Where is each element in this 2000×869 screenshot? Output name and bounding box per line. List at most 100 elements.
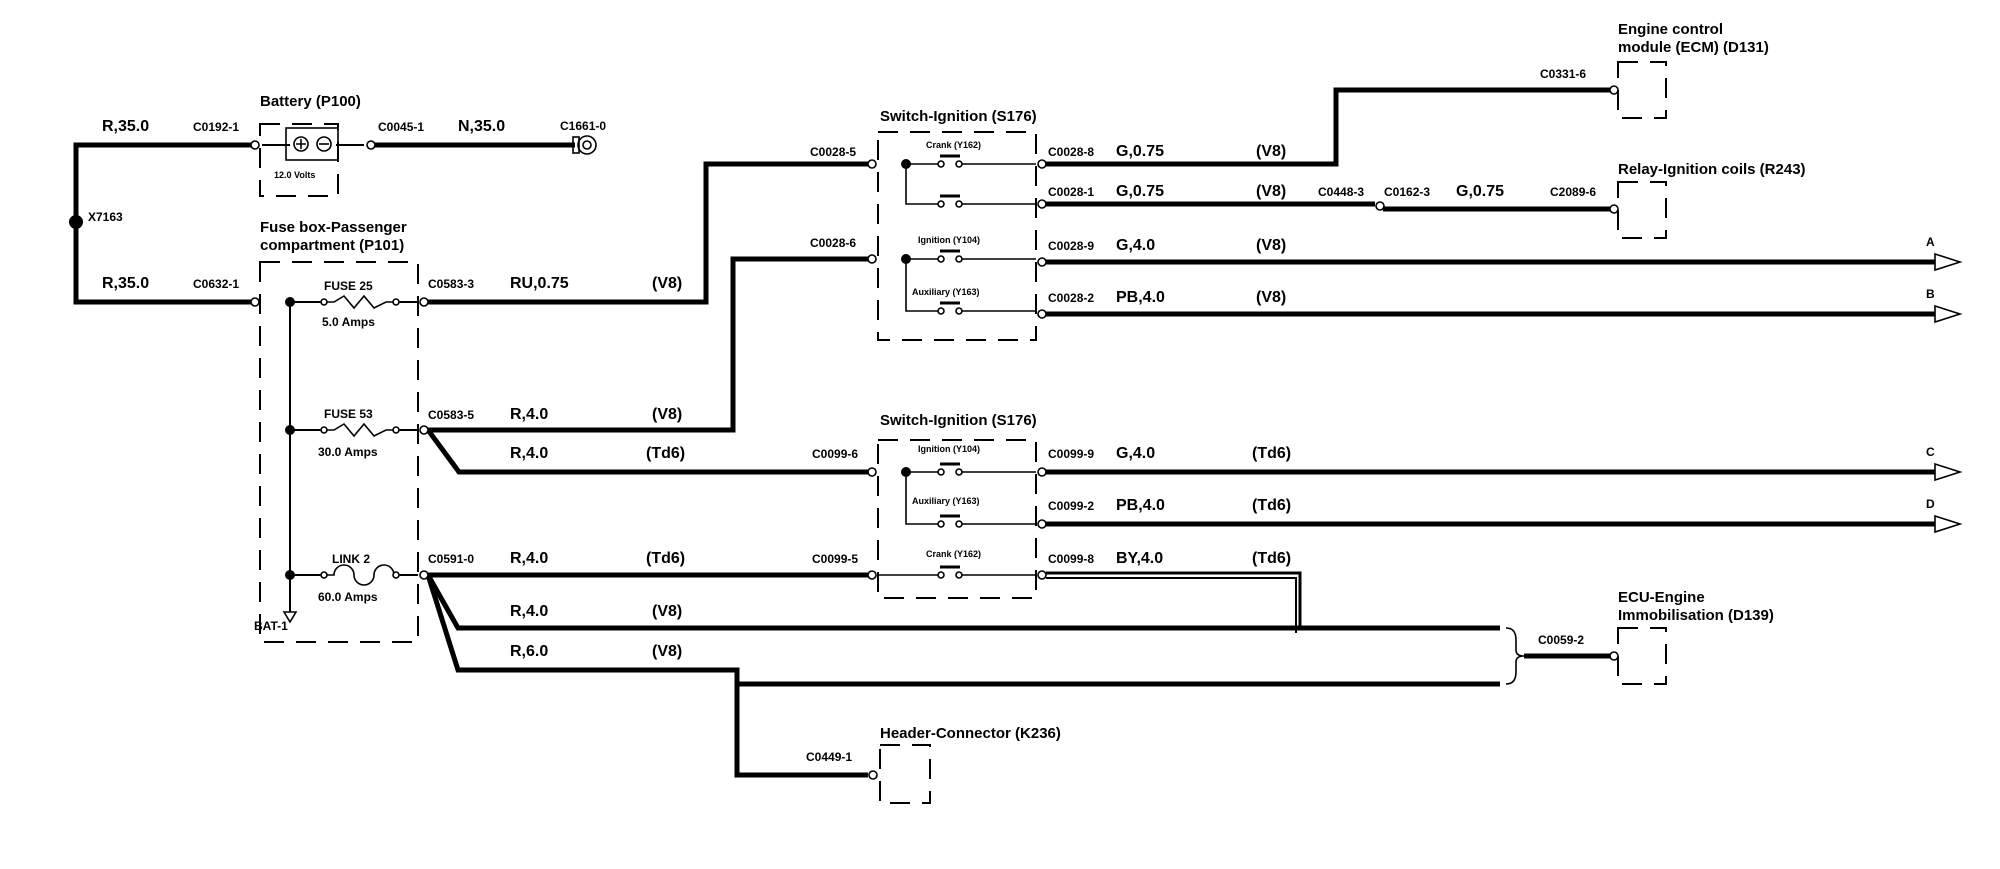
wire-label-r40-l2b: R,4.0 [510, 603, 548, 620]
switch-td6-label: Switch-Ignition (S176) [880, 412, 1037, 429]
wires [73, 87, 1963, 778]
conn-c0448-3: C0448-3 [1318, 185, 1364, 199]
conn-c0045-1: C0045-1 [378, 120, 424, 134]
wire-label-pb40-td6: PB,4.0 [1116, 497, 1165, 514]
header-box [879, 744, 931, 804]
connector-pins [250, 85, 1619, 780]
wire-brace [1505, 627, 1525, 685]
arrow-b-head [1934, 304, 1963, 324]
conn-c0632-1: C0632-1 [193, 277, 239, 291]
header-label: Header-Connector (K236) [880, 725, 1061, 742]
conn-c0099-6: C0099-6 [812, 447, 858, 461]
conn-c0162-3: C0162-3 [1384, 185, 1430, 199]
battery-volts: 12.0 Volts [274, 170, 315, 180]
wire-label-v8-ru: (V8) [652, 275, 682, 292]
auxiliary-label-v8: Auxiliary (Y163) [912, 287, 980, 297]
splice-dots [69, 159, 911, 624]
arrow-a-label: A [1926, 235, 1935, 249]
wire-label-v8-l2b: (V8) [652, 603, 682, 620]
wire-label-td6-pb40: (Td6) [1252, 497, 1291, 514]
auxiliary-label-td6: Auxiliary (Y163) [912, 496, 980, 506]
conn-c0028-8: C0028-8 [1048, 145, 1094, 159]
switch-v8-box [877, 131, 1037, 341]
wire-ru075 [428, 161, 868, 305]
crank-label-td6: Crank (Y162) [926, 549, 981, 559]
conn-c0099-5: C0099-5 [812, 552, 858, 566]
link2-label: LINK 2 [332, 552, 370, 566]
wire-label-n35: N,35.0 [458, 118, 505, 135]
fusebox-box [259, 261, 419, 643]
wire-label-r40-f53a: R,4.0 [510, 406, 548, 423]
wire-label-td6-by40: (Td6) [1252, 550, 1291, 567]
wire-label-v8-g40: (V8) [1256, 237, 1286, 254]
arrow-b-label: B [1926, 287, 1935, 301]
labels: Engine control module (ECM) (D131) Batte… [88, 21, 1935, 764]
relay-box [1617, 181, 1667, 239]
splice-x7163-label: X7163 [88, 210, 123, 224]
conn-c0028-9: C0028-9 [1048, 239, 1094, 253]
wire-label-v8-pb40: (V8) [1256, 289, 1286, 306]
conn-c1661-0: C1661-0 [560, 119, 606, 133]
wire-label-r35-low: R,35.0 [102, 275, 149, 292]
arrow-c-head [1934, 462, 1963, 482]
conn-c0449-1: C0449-1 [806, 750, 852, 764]
ecm-box [1617, 61, 1667, 119]
arrow-c-label: C [1926, 445, 1935, 459]
switch-v8-contacts [905, 154, 1036, 315]
ecu-immob-label-1: ECU-Engine [1618, 589, 1705, 606]
wire-v8-immob [734, 670, 1500, 687]
link2-symbol [320, 564, 400, 586]
wire-by40-b [1046, 577, 1297, 633]
fusebox-label-1: Fuse box-Passenger [260, 219, 407, 236]
wire-label-r40-l2a: R,4.0 [510, 550, 548, 567]
switch-td6-box [877, 439, 1037, 599]
c1661-terminal [572, 136, 580, 154]
wire-label-v8-g075-b: (V8) [1256, 183, 1286, 200]
wire-label-td6-f53b: (Td6) [646, 445, 685, 462]
wire-label-td6-g40: (Td6) [1252, 445, 1291, 462]
arrow-d-label: D [1926, 497, 1935, 511]
splice-bat1-label: BAT-1 [254, 619, 288, 633]
conn-c2089-6: C2089-6 [1550, 185, 1596, 199]
ecu-immob-box [1617, 627, 1667, 685]
wire-label-r40-f53b: R,4.0 [510, 445, 548, 462]
crank-label-v8: Crank (Y162) [926, 140, 981, 150]
conn-c0028-2: C0028-2 [1048, 291, 1094, 305]
ecm-label-2: module (ECM) (D131) [1618, 39, 1769, 56]
conn-c0028-5: C0028-5 [810, 145, 856, 159]
relay-label: Relay-Ignition coils (R243) [1618, 161, 1806, 178]
wire-label-by40: BY,4.0 [1116, 550, 1163, 567]
fuse53-label: FUSE 53 [324, 407, 373, 421]
fuse25-rating: 5.0 Amps [322, 315, 375, 329]
conn-c0028-1: C0028-1 [1048, 185, 1094, 199]
splice-x7163-dot [69, 215, 83, 229]
wire-g075-ecm [1046, 87, 1610, 167]
ecu-immob-label-2: Immobilisation (D139) [1618, 607, 1774, 624]
fuse25-label: FUSE 25 [324, 279, 373, 293]
conn-c0059-2: C0059-2 [1538, 633, 1584, 647]
arrow-a-head [1934, 252, 1963, 272]
wire-r40-link2-v8 [425, 573, 1500, 631]
conn-c0028-6: C0028-6 [810, 236, 856, 250]
conn-c0583-5: C0583-5 [428, 408, 474, 422]
wire-label-ru075: RU,0.75 [510, 275, 569, 292]
wire-r40-f53-td6 [425, 428, 868, 475]
wire-label-g075-c: G,0.75 [1456, 183, 1504, 200]
wire-label-g40-td6: G,4.0 [1116, 445, 1155, 462]
conn-c0331-6: C0331-6 [1540, 67, 1586, 81]
switch-td6-contacts [878, 462, 1036, 579]
battery-label: Battery (P100) [260, 93, 361, 110]
wire-label-g075-b: G,0.75 [1116, 183, 1164, 200]
conn-c0583-3: C0583-3 [428, 277, 474, 291]
arrow-d-head [1934, 514, 1963, 534]
fuse25-symbol [320, 294, 400, 310]
conn-c0591-0: C0591-0 [428, 552, 474, 566]
wire-label-g40-v8: G,4.0 [1116, 237, 1155, 254]
wire-r40-f53-v8 [428, 256, 868, 433]
wire-label-r60: R,6.0 [510, 643, 548, 660]
conn-c0192-1: C0192-1 [193, 120, 239, 134]
wire-label-g075-a: G,0.75 [1116, 143, 1164, 160]
fusebox-label-2: compartment (P101) [260, 237, 404, 254]
